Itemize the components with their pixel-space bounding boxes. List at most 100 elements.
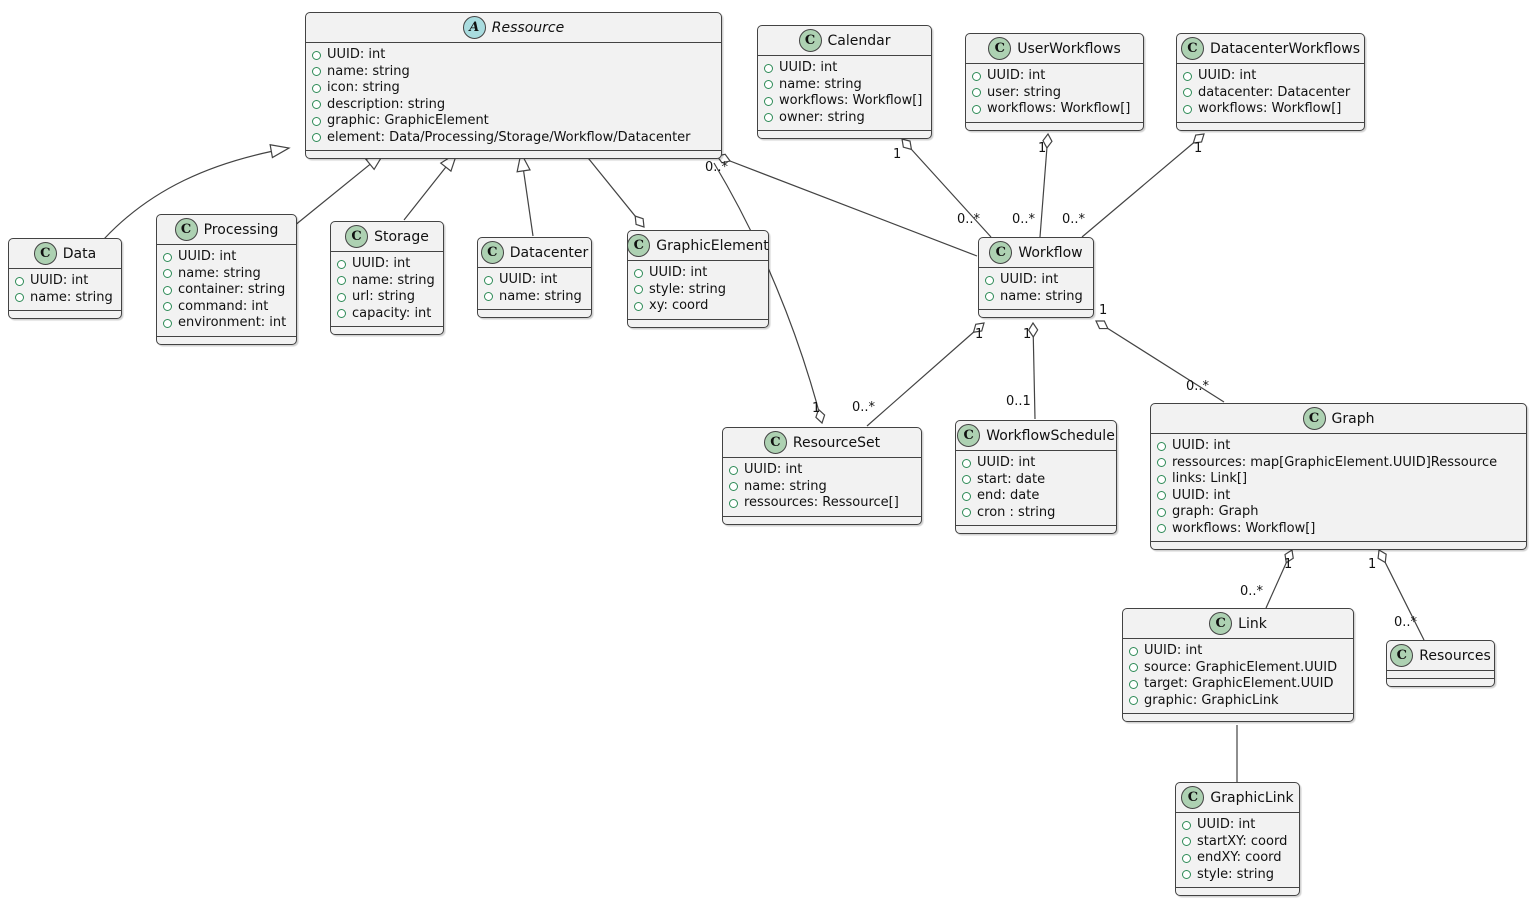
attribute-text: UUID: int bbox=[327, 47, 386, 62]
edge-workflow-calendar bbox=[902, 139, 992, 238]
attribute: style: string bbox=[1182, 867, 1291, 884]
attribute: ressources: Ressource[] bbox=[729, 495, 913, 512]
class-workflowschedule-title: C WorkflowSchedule bbox=[956, 421, 1116, 451]
attribute-text: command: int bbox=[178, 298, 269, 314]
attribute-list: UUID: int user: string workflows: Workfl… bbox=[966, 64, 1143, 123]
attribute-text: description: string bbox=[327, 96, 446, 112]
class-name: UserWorkflows bbox=[1017, 40, 1121, 57]
field-icon bbox=[337, 292, 346, 302]
field-icon bbox=[1129, 679, 1138, 689]
field-icon bbox=[764, 63, 773, 73]
class-link: C Link UUID: int source: GraphicElement.… bbox=[1122, 608, 1354, 722]
field-icon bbox=[1157, 524, 1166, 534]
methods-compartment-empty bbox=[9, 311, 121, 318]
field-icon bbox=[972, 104, 981, 114]
field-icon bbox=[163, 252, 172, 262]
class-calendar-title: C Calendar bbox=[758, 26, 931, 56]
class-icon: C bbox=[627, 234, 651, 257]
class-workflow-title: C Workflow bbox=[979, 238, 1093, 268]
attribute-text: name: string bbox=[779, 76, 862, 92]
class-name: WorkflowSchedule bbox=[986, 427, 1115, 444]
attribute: UUID: int bbox=[729, 462, 913, 479]
multiplicity-label: 0..* bbox=[957, 212, 981, 227]
class-resourceset: C ResourceSet UUID: int name: string res… bbox=[722, 427, 922, 525]
edge-processing-extends-ressource bbox=[293, 151, 386, 227]
attribute-text: name: string bbox=[352, 272, 435, 288]
edge-resourceset-workflow bbox=[866, 323, 984, 427]
attribute-text: ressources: map[GraphicElement.UUID]Ress… bbox=[1172, 454, 1498, 470]
methods-compartment-empty bbox=[979, 310, 1093, 317]
class-resourceset-title: C ResourceSet bbox=[723, 428, 921, 458]
attribute-text: name: string bbox=[1000, 288, 1083, 304]
field-icon bbox=[985, 275, 994, 285]
attribute-text: datacenter: Datacenter bbox=[1198, 84, 1351, 100]
class-graphiclink-title: C GraphicLink bbox=[1176, 783, 1299, 813]
attribute: url: string bbox=[337, 289, 435, 306]
class-name: Graph bbox=[1331, 410, 1375, 427]
field-icon bbox=[1129, 663, 1138, 673]
attribute-text: name: string bbox=[499, 288, 582, 304]
attribute-text: workflows: Workflow[] bbox=[779, 93, 923, 108]
field-icon bbox=[312, 50, 321, 60]
attribute: UUID: int bbox=[1157, 488, 1518, 505]
edge-data-extends-ressource bbox=[103, 144, 291, 240]
multiplicity-label: 0..* bbox=[1186, 379, 1210, 394]
multiplicity-label: 1 bbox=[1194, 141, 1203, 156]
class-datacenter-title: C Datacenter bbox=[478, 238, 591, 268]
attributes-compartment-empty bbox=[1387, 671, 1494, 679]
attribute: UUID: int bbox=[15, 273, 113, 290]
abstract-class-icon: A bbox=[462, 16, 486, 39]
attribute: name: string bbox=[337, 273, 435, 290]
attribute: name: string bbox=[163, 266, 288, 283]
attribute-text: ressources: Ressource[] bbox=[744, 495, 899, 510]
attribute-text: source: GraphicElement.UUID bbox=[1144, 659, 1338, 675]
attribute-text: UUID: int bbox=[779, 60, 838, 75]
field-icon bbox=[312, 100, 321, 110]
edge-resources-graph bbox=[1379, 550, 1425, 641]
class-processing-title: C Processing bbox=[157, 215, 296, 245]
attribute: ressources: map[GraphicElement.UUID]Ress… bbox=[1157, 455, 1518, 472]
class-icon: C bbox=[1180, 37, 1204, 60]
attribute-text: UUID: int bbox=[178, 249, 237, 264]
class-icon: C bbox=[33, 242, 57, 265]
field-icon bbox=[764, 80, 773, 90]
attribute-text: UUID: int bbox=[1197, 817, 1256, 832]
multiplicity-label: 1 bbox=[975, 327, 984, 342]
class-ressource-title: A Ressource bbox=[306, 13, 721, 43]
attribute-text: environment: int bbox=[178, 315, 287, 330]
attribute: name: string bbox=[312, 64, 713, 81]
attribute-list: UUID: int datacenter: Datacenter workflo… bbox=[1177, 64, 1364, 123]
field-icon bbox=[1183, 71, 1192, 81]
attribute: UUID: int bbox=[764, 60, 923, 77]
class-data-title: C Data bbox=[9, 239, 121, 269]
class-userworkflows: C UserWorkflows UUID: int user: string w… bbox=[965, 33, 1144, 131]
class-icon: C bbox=[1209, 612, 1233, 635]
attribute-text: name: string bbox=[178, 265, 261, 281]
attribute: graph: Graph bbox=[1157, 504, 1518, 521]
attribute: owner: string bbox=[764, 110, 923, 127]
field-icon bbox=[1182, 870, 1191, 880]
field-icon bbox=[15, 293, 24, 303]
class-calendar: C Calendar UUID: int name: string workfl… bbox=[757, 25, 932, 139]
attribute-text: UUID: int bbox=[30, 273, 89, 288]
field-icon bbox=[1157, 441, 1166, 451]
attribute-text: user: string bbox=[987, 84, 1061, 100]
field-icon bbox=[484, 292, 493, 302]
attribute-list: UUID: int name: string ressources: Resso… bbox=[723, 458, 921, 517]
attribute: capacity: int bbox=[337, 306, 435, 323]
attribute-text: graphic: GraphicLink bbox=[1144, 692, 1279, 708]
class-icon: C bbox=[989, 241, 1013, 264]
attribute-list: UUID: int startXY: coord endXY: coord st… bbox=[1176, 813, 1299, 888]
attribute-text: UUID: int bbox=[1198, 68, 1257, 83]
attribute: style: string bbox=[634, 282, 760, 299]
attribute: container: string bbox=[163, 282, 288, 299]
attribute-text: element: Data/Processing/Storage/Workflo… bbox=[327, 129, 691, 145]
attribute-text: capacity: int bbox=[352, 305, 432, 321]
attribute-text: name: string bbox=[327, 63, 410, 79]
class-data: C Data UUID: int name: string bbox=[8, 238, 122, 319]
multiplicity-label: 0..* bbox=[705, 160, 729, 175]
class-name: Data bbox=[62, 245, 97, 262]
multiplicity-label: 1 bbox=[1099, 303, 1108, 318]
edge-datacenter-extends-ressource bbox=[516, 151, 534, 237]
attribute-text: owner: string bbox=[779, 109, 865, 125]
